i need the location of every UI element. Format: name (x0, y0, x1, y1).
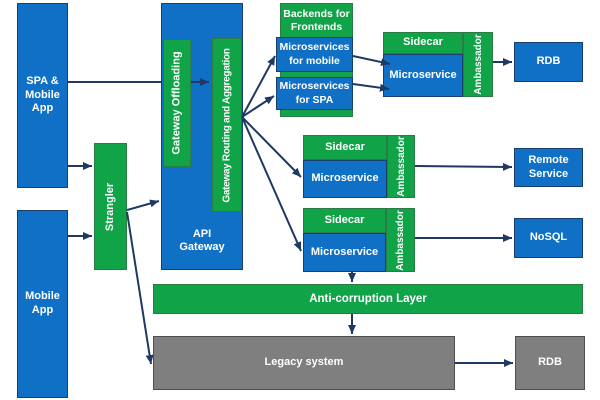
node-ambassador-1-label: Ambassador (472, 34, 484, 95)
node-spa-mobile-app-label: SPA & Mobile App (25, 74, 60, 115)
node-legacy-system: Legacy system (153, 336, 455, 390)
node-anti-corruption-layer-label: Anti-corruption Layer (309, 292, 427, 305)
node-legacy-system-label: Legacy system (264, 356, 344, 369)
node-microservice-3: Microservice (303, 233, 386, 272)
edge-gateway-routing-to-microservices-for-mobile (241, 55, 276, 118)
node-gateway-routing-and-aggregation: Gateway Routing and Aggregation (212, 38, 242, 212)
node-rdb-legacy: RDB (515, 336, 585, 390)
node-ambassador-3-label: Ambassador (395, 209, 407, 271)
node-microservice-3-label: Microservice (310, 245, 379, 258)
edge-gateway-routing-to-microservices-for-spa (241, 95, 275, 118)
node-microservice-2: Microservice (303, 160, 387, 198)
node-microservices-for-mobile-label: Microservices for mobile (279, 41, 350, 67)
node-rdb-legacy-label: RDB (538, 356, 562, 369)
node-anti-corruption-layer: Anti-corruption Layer (153, 284, 583, 314)
node-mobile-app: Mobile App (17, 210, 68, 398)
node-microservice-1: Microservice (383, 54, 463, 97)
node-strangler: Strangler (94, 143, 127, 270)
node-api-gateway-label: API Gateway (179, 227, 225, 254)
node-ambassador-2: Ambassador (387, 135, 415, 198)
node-sidecar-3-label: Sidecar (324, 213, 365, 226)
node-backends-for-frontends-label: Backends for Frontends (283, 8, 350, 34)
node-sidecar-2: Sidecar (303, 135, 387, 160)
node-sidecar-2-label: Sidecar (325, 140, 365, 153)
node-mobile-app-label: Mobile App (25, 290, 60, 316)
node-microservices-for-mobile: Microservices for mobile (276, 37, 353, 72)
node-ambassador-1: Ambassador (463, 32, 493, 97)
edge-gateway-routing-to-microservice-3 (241, 116, 302, 252)
node-nosql: NoSQL (514, 218, 583, 258)
node-rdb-label: RDB (536, 55, 561, 68)
node-remote-service: Remote Service (514, 148, 583, 187)
node-microservice-2-label: Microservice (311, 172, 379, 185)
node-remote-service-label: Remote Service (528, 153, 569, 180)
node-microservice-1-label: Microservice (389, 68, 457, 81)
node-nosql-label: NoSQL (529, 231, 568, 244)
edge-ambassador-2-to-remote-service (414, 162, 513, 171)
node-spa-mobile-app: SPA & Mobile App (17, 3, 68, 188)
node-microservices-for-spa-label: Microservices for SPA (279, 80, 350, 106)
node-gateway-offloading-label: Gateway Offloading (171, 51, 184, 155)
node-sidecar-3: Sidecar (303, 208, 386, 233)
edge-strangler-to-legacy-system (126, 211, 154, 365)
node-sidecar-1: Sidecar (383, 32, 463, 54)
node-rdb: RDB (514, 42, 583, 82)
node-ambassador-3: Ambassador (386, 208, 415, 272)
node-ambassador-2-label: Ambassador (395, 136, 407, 197)
node-gateway-routing-label: Gateway Routing and Aggregation (221, 47, 233, 203)
node-gateway-offloading: Gateway Offloading (163, 39, 191, 167)
edge-strangler-to-api-gateway (126, 199, 160, 211)
node-sidecar-1-label: Sidecar (403, 36, 443, 49)
node-strangler-label: Strangler (104, 182, 117, 231)
edge-gateway-routing-to-microservice-2 (241, 116, 302, 178)
node-microservices-for-spa: Microservices for SPA (276, 77, 353, 110)
